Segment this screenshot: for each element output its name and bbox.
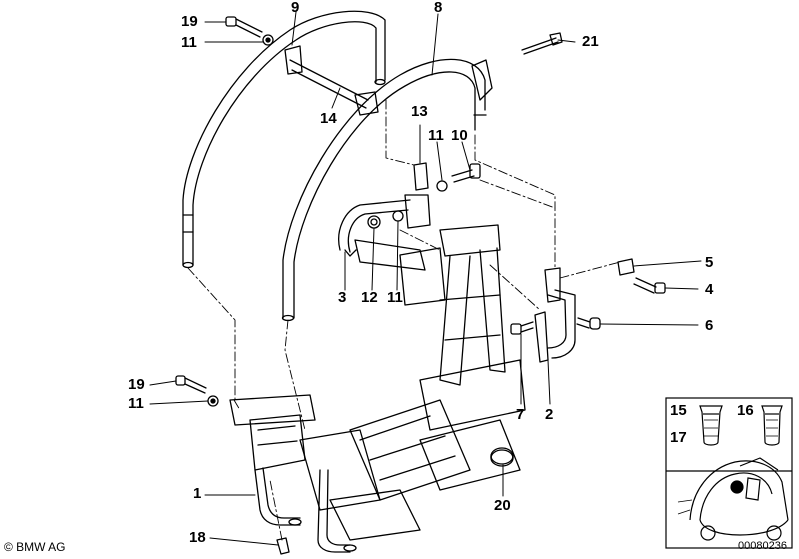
callout-13: 13 xyxy=(411,103,428,120)
main-frame-1 xyxy=(229,224,526,541)
callout-4: 4 xyxy=(705,281,714,298)
clip-5 xyxy=(617,258,635,276)
washer-11-bottom xyxy=(207,395,219,407)
bolt-6 xyxy=(576,317,601,330)
washer-12 xyxy=(367,215,381,229)
document-number: 00080236 xyxy=(738,540,787,552)
callout-9: 9 xyxy=(291,0,300,16)
inset-parts xyxy=(665,397,793,549)
callout-10: 10 xyxy=(451,127,468,144)
callout-11-lower: 11 xyxy=(387,289,403,306)
callout-21: 21 xyxy=(582,33,599,50)
callout-11-bottom: 11 xyxy=(128,395,144,412)
roll-bar-tube-9 xyxy=(182,10,386,269)
callout-14: 14 xyxy=(320,110,337,127)
strut-14 xyxy=(284,45,379,116)
rivet-nut-16 xyxy=(761,405,783,446)
callout-3: 3 xyxy=(338,289,347,306)
bolt-10 xyxy=(451,163,481,183)
callout-15: 15 xyxy=(670,402,687,419)
washer-11-lower xyxy=(392,210,404,222)
callout-19-top: 19 xyxy=(181,13,198,30)
assembly-lines xyxy=(187,99,621,541)
frame-bracket-2 xyxy=(534,267,576,363)
roll-bar-tube-8 xyxy=(281,58,493,322)
callout-8: 8 xyxy=(434,0,443,16)
copyright-label: © BMW AG xyxy=(4,540,66,554)
callout-16: 16 xyxy=(737,402,754,419)
sleeve-18 xyxy=(276,537,290,555)
bolt-19-top xyxy=(225,16,263,38)
callout-2: 2 xyxy=(545,406,554,423)
callout-5: 5 xyxy=(705,254,714,271)
callout-20: 20 xyxy=(494,497,511,514)
callout-11-mid: 11 xyxy=(428,127,444,144)
bolt-4 xyxy=(633,277,666,294)
callout-19-lower: 19 xyxy=(128,376,145,393)
callout-18: 18 xyxy=(189,529,206,546)
lower-frame-tubes xyxy=(254,467,357,553)
callout-7: 7 xyxy=(516,406,525,423)
cap-20 xyxy=(490,447,514,467)
leader-lines xyxy=(149,11,702,546)
callout-11-top: 11 xyxy=(181,34,197,51)
callout-6: 6 xyxy=(705,317,714,334)
callout-1: 1 xyxy=(193,485,202,502)
pin-21 xyxy=(521,32,563,55)
washer-11-mid xyxy=(436,180,448,192)
bolt-19-lower xyxy=(175,375,207,394)
bolt-7 xyxy=(510,321,534,335)
washer-11-top xyxy=(262,34,274,46)
callout-17: 17 xyxy=(670,429,687,446)
rivet-nut-15-17 xyxy=(699,405,723,446)
callout-12: 12 xyxy=(361,289,378,306)
bracket-13 xyxy=(404,162,431,229)
scooter-illustration xyxy=(677,457,789,541)
